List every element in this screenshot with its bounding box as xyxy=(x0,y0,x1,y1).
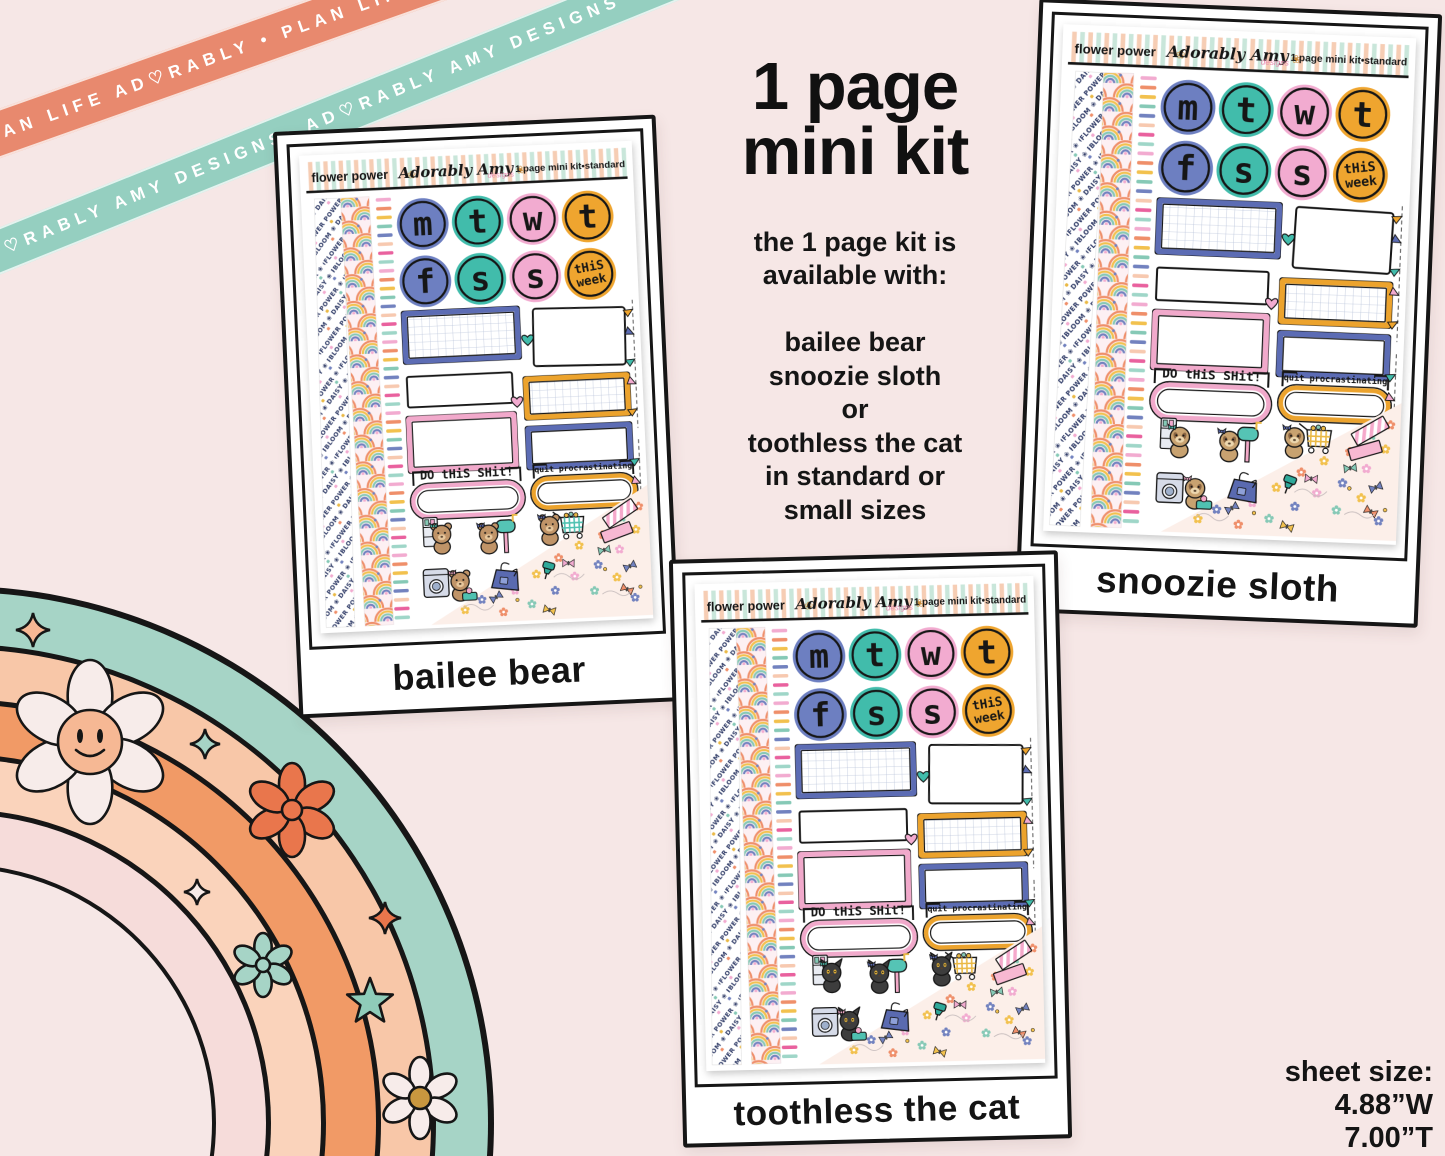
page-title: 1 page mini kit xyxy=(640,49,1070,189)
svg-text:t: t xyxy=(865,635,886,674)
svg-text:designs: designs xyxy=(487,170,514,180)
svg-text:m: m xyxy=(412,205,433,244)
svg-text:quit procrastinating: quit procrastinating xyxy=(534,460,632,474)
description-line: the 1 page kit is xyxy=(753,227,957,257)
page-title-line2: mini kit xyxy=(741,113,970,189)
svg-text:❀: ❀ xyxy=(1176,48,1186,61)
svg-text:f: f xyxy=(1174,149,1196,190)
product-card-toothless-the-cat: FLOWER POWER ❀ GROOVY ❀BLOOM ❀ DAISY ❀ P… xyxy=(668,550,1073,1148)
description-line: available with: xyxy=(762,260,948,291)
description-line: small sizes xyxy=(783,494,927,525)
sticker-sheet-snoozie-sloth: FLOWER POWER ❀ GROOVY ❀BLOOM ❀ DAISY ❀ P… xyxy=(1043,24,1417,546)
svg-text:s: s xyxy=(525,257,546,296)
svg-text:Adorably Amy: Adorably Amy xyxy=(793,592,913,613)
svg-text:w: w xyxy=(921,634,942,673)
svg-text:❀: ❀ xyxy=(915,597,924,610)
description-line xyxy=(665,293,1045,326)
page-title-line1: 1 page xyxy=(751,49,959,124)
svg-text:quit procrastinating: quit procrastinating xyxy=(927,901,1027,913)
svg-text:❀: ❀ xyxy=(804,600,813,613)
svg-text:m: m xyxy=(809,637,830,676)
sticker-sheet-frame: FLOWER POWER ❀ GROOVY ❀BLOOM ❀ DAISY ❀ P… xyxy=(682,563,1058,1088)
description-line: toothless the cat xyxy=(747,427,963,458)
svg-text:❀: ❀ xyxy=(1291,53,1301,66)
svg-text:w: w xyxy=(522,200,544,239)
svg-text:flower power: flower power xyxy=(1074,41,1156,59)
sheet-size-text: sheet size: 4.88”W 7.00”T xyxy=(1285,1056,1433,1155)
svg-text:designs: designs xyxy=(886,603,913,613)
svg-text:s: s xyxy=(470,260,491,299)
svg-text:flower power: flower power xyxy=(707,598,785,614)
svg-text:t: t xyxy=(467,203,488,242)
svg-text:week: week xyxy=(575,270,608,290)
rainbow-decoration xyxy=(0,587,494,1156)
svg-text:designs: designs xyxy=(1261,58,1289,68)
sticker-sheet-frame: FLOWER POWER ❀ GROOVY ❀BLOOM ❀ DAISY ❀ P… xyxy=(286,128,667,651)
svg-text:DO tHiS SHit!: DO tHiS SHit! xyxy=(1162,365,1262,384)
sheet-size-width: 4.88”W xyxy=(1334,1089,1433,1122)
svg-text:s: s xyxy=(922,692,943,731)
svg-text:f: f xyxy=(415,262,436,301)
svg-text:❀: ❀ xyxy=(407,169,416,181)
svg-text:s: s xyxy=(1291,154,1313,195)
svg-text:w: w xyxy=(1293,93,1316,134)
card-caption: toothless the cat xyxy=(733,1087,1021,1134)
svg-text:t: t xyxy=(977,633,998,672)
svg-text:Adorably Amy: Adorably Amy xyxy=(396,160,515,182)
svg-text:week: week xyxy=(973,707,1006,727)
svg-text:tHiS: tHiS xyxy=(573,256,605,276)
svg-text:DO tHiS SHit!: DO tHiS SHit! xyxy=(420,465,514,483)
svg-text:quit procrastinating: quit procrastinating xyxy=(1283,372,1387,387)
description-text: the 1 page kit is available with: bailee… xyxy=(665,226,1045,527)
svg-text:week: week xyxy=(1345,174,1378,192)
svg-text:s: s xyxy=(866,694,887,733)
sticker-sheet-bailee-bear: FLOWER POWER ❀ GROOVY ❀BLOOM ❀ DAISY ❀ P… xyxy=(298,140,654,634)
svg-text:DO tHiS SHit!: DO tHiS SHit! xyxy=(811,903,906,919)
svg-text:1 page mini kit•standard: 1 page mini kit•standard xyxy=(515,159,626,175)
sheet-size-height: 7.00”T xyxy=(1344,1122,1433,1155)
svg-text:t: t xyxy=(1352,95,1374,136)
svg-text:m: m xyxy=(1177,88,1199,129)
svg-text:f: f xyxy=(810,695,831,734)
product-card-bailee-bear: FLOWER POWER ❀ GROOVY ❀BLOOM ❀ DAISY ❀ P… xyxy=(272,114,683,719)
svg-text:t: t xyxy=(1235,90,1257,131)
sticker-sheet-toothless-the-cat: FLOWER POWER ❀ GROOVY ❀BLOOM ❀ DAISY ❀ P… xyxy=(694,575,1046,1072)
description-line: snoozie sloth xyxy=(768,360,942,391)
description-line: or xyxy=(841,394,869,425)
svg-text:tHiS: tHiS xyxy=(971,693,1004,713)
svg-text:1 page mini kit•standard: 1 page mini kit•standard xyxy=(914,594,1026,608)
svg-text:t: t xyxy=(577,198,598,237)
product-card-snoozie-sloth: FLOWER POWER ❀ GROOVY ❀BLOOM ❀ DAISY ❀ P… xyxy=(1014,0,1443,629)
svg-text:flower power: flower power xyxy=(311,168,388,185)
svg-text:s: s xyxy=(1233,151,1255,192)
sheet-size-label: sheet size: xyxy=(1284,1056,1433,1088)
svg-text:tHiS: tHiS xyxy=(1343,159,1376,178)
svg-text:1 page mini kit•standard: 1 page mini kit•standard xyxy=(1290,53,1407,69)
sticker-sheet-frame: FLOWER POWER ❀ GROOVY ❀BLOOM ❀ DAISY ❀ P… xyxy=(1030,11,1429,562)
description-line: in standard or xyxy=(764,461,946,492)
description-line: bailee bear xyxy=(784,327,926,358)
svg-text:❀: ❀ xyxy=(516,164,525,176)
